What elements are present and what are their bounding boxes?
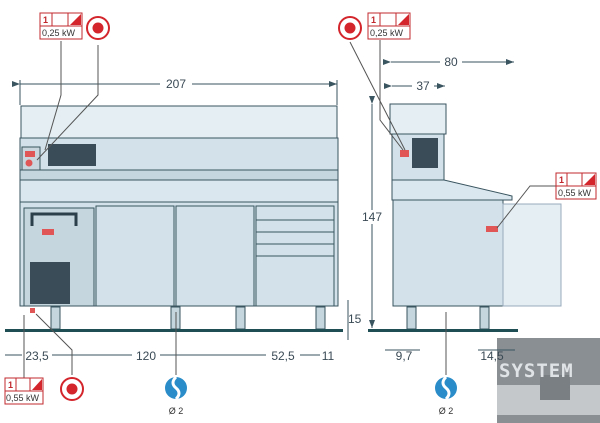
work-top: [19, 179, 339, 203]
vent-grille: [48, 144, 96, 166]
switch-symbol-front-bottom: [60, 377, 84, 401]
water-label-front: Ø 2: [169, 406, 184, 416]
power-label-side: 1 0,55 kW: [555, 172, 597, 200]
dim-9-7: 9,7: [396, 349, 413, 363]
dim-120: 120: [136, 349, 156, 363]
leg-height-dimension: 15: [348, 312, 362, 326]
dim-52-5: 52,5: [271, 349, 295, 363]
power-socket: [25, 151, 35, 157]
svg-text:1: 1: [43, 15, 48, 25]
side-view: 80 37 147 9,7 14,5: [349, 40, 562, 375]
front-view: 207 23,5 120 52,5 11 15: [5, 41, 362, 378]
depth-dimension: 80: [444, 55, 458, 69]
power-value: 0,25 kW: [42, 28, 76, 38]
compressor-grille: [30, 262, 70, 304]
door-left: [95, 205, 175, 307]
svg-text:SYSTEM: SYSTEM: [499, 360, 574, 382]
upper-depth-dimension: 37: [416, 79, 430, 93]
power-label-side-top: 1 0,25 kW: [367, 12, 411, 40]
water-drain-icon-front: [165, 375, 187, 401]
system-logo: SYSTEM: [497, 338, 600, 423]
height-dimension: 147: [362, 210, 382, 224]
legs: [50, 306, 326, 330]
handle: [30, 212, 78, 226]
dim-11: 11: [322, 349, 335, 363]
svg-text:1: 1: [559, 175, 564, 185]
svg-text:1: 1: [8, 380, 13, 390]
power-value: 0,25 kW: [370, 28, 404, 38]
water-drain-icon-side: [435, 375, 457, 401]
floor-line: [5, 329, 343, 332]
dim-14-5: 14,5: [480, 349, 504, 363]
switch: [25, 159, 33, 167]
power-value: 0,55 kW: [6, 393, 40, 403]
svg-text:1: 1: [371, 15, 376, 25]
switch-symbol-side: [338, 16, 362, 40]
open-door: [502, 203, 562, 307]
switch-symbol-front-top: [86, 16, 110, 40]
width-dimension: 207: [166, 77, 186, 91]
glass-canopy: [20, 105, 338, 139]
water-label-side: Ø 2: [439, 406, 454, 416]
drawers: [255, 205, 335, 307]
dim-23-5: 23,5: [25, 349, 49, 363]
power-value: 0,55 kW: [558, 188, 592, 198]
door-right: [175, 205, 255, 307]
power-label-front-top: 1 0,25 kW: [39, 12, 83, 40]
power-label-front-bottom: 1 0,55 kW: [4, 377, 44, 405]
